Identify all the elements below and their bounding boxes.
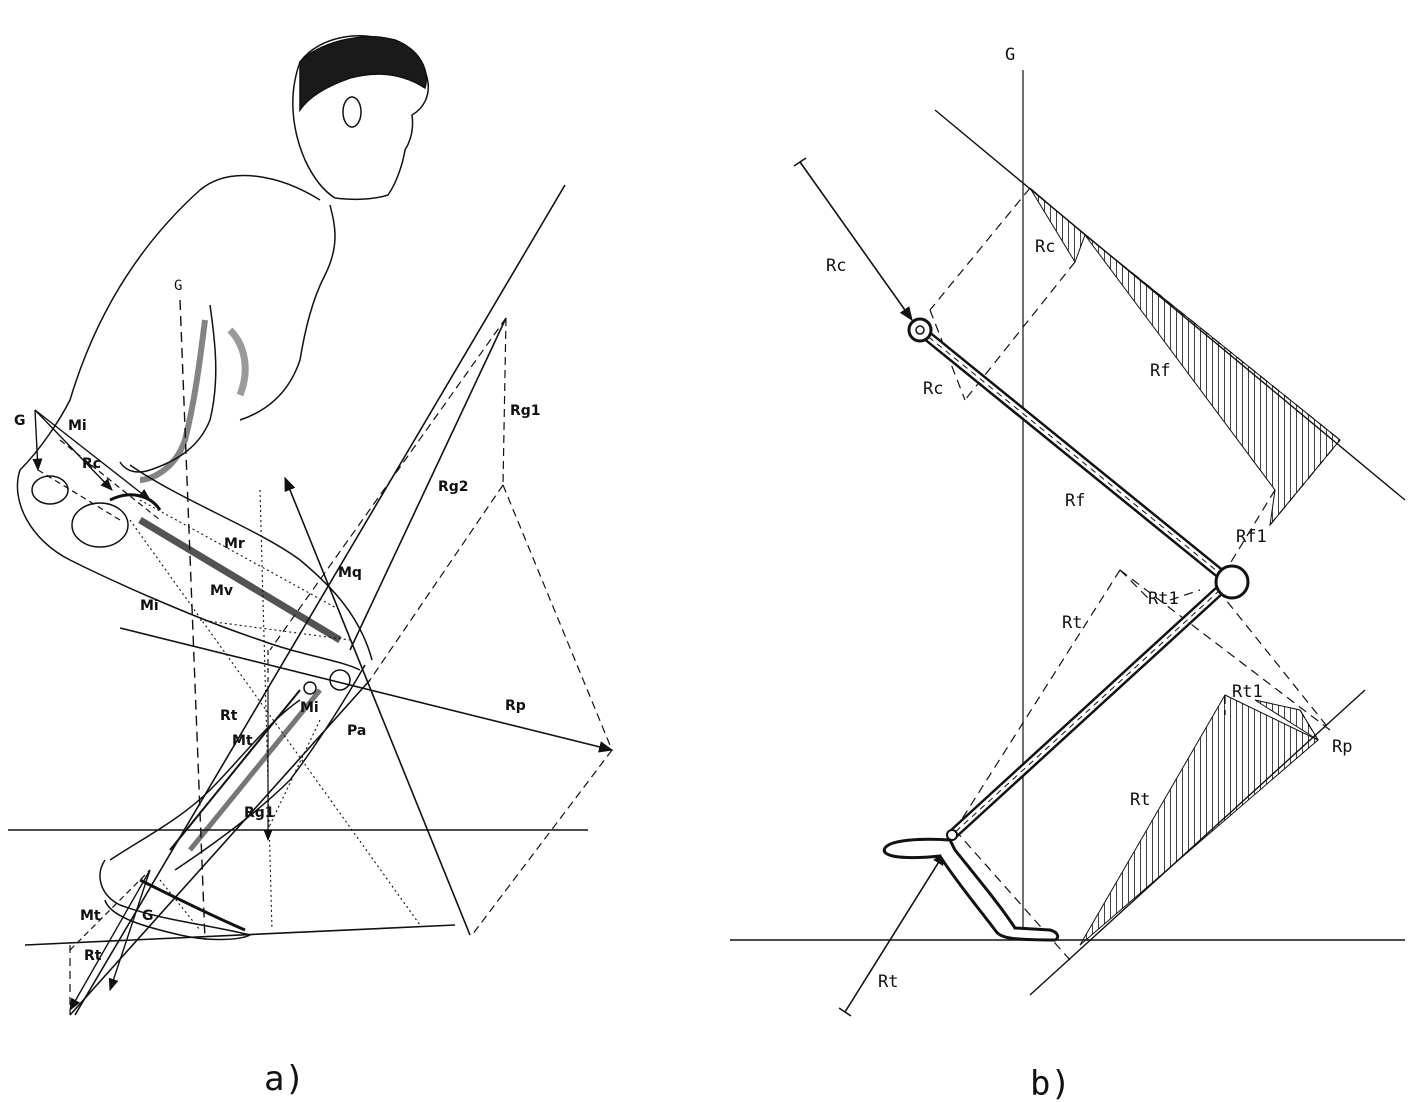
label-Rg1-low: Rg1 (244, 805, 275, 821)
label-Mi-knee: Mi (300, 700, 319, 716)
label-Rp: Rp (505, 698, 526, 714)
label-Pa: Pa (347, 723, 366, 739)
line-Mt (69, 679, 371, 1016)
line-Rg1-vertical (502, 317, 507, 486)
labels-b: G Rc Rc Rc Rf Rf Rf1 Rt1 Rt Rt1 Rp Rt Rt (826, 45, 1352, 992)
tibia-bar (948, 585, 1224, 840)
label-Rf-tri: Rf (1150, 361, 1170, 381)
caption-b: b) (1030, 1064, 1071, 1102)
foot-shape (882, 837, 1060, 942)
torso-outline (19, 174, 321, 471)
ground-line-floor (24, 924, 456, 946)
label-G-b: G (1005, 45, 1015, 65)
line-Rg2 (349, 317, 507, 651)
force-lines-a (32, 184, 614, 1016)
arrow-Rt (844, 850, 946, 1013)
labels-a: G G Mi Rc Mr Mv Mi Mq Rg1 Rg2 Rp Rt Mi P… (14, 278, 541, 964)
thigh-lower (129, 464, 373, 661)
label-Mv: Mv (210, 583, 233, 599)
construction-lines-b (929, 187, 1341, 961)
label-Rc: Rc (82, 456, 101, 472)
shin-front (174, 664, 366, 871)
line-Rp (119, 627, 614, 753)
label-Rc-arrow: Rc (826, 256, 846, 276)
label-Rp: Rp (1332, 737, 1352, 757)
thigh-upper (16, 469, 361, 671)
label-Rg2: Rg2 (438, 479, 469, 495)
label-Rt-upper: Rt (1062, 613, 1082, 633)
line-long-diagonal (74, 184, 566, 1016)
hatched-Rt (1079, 694, 1319, 946)
caption-a: a) (264, 1059, 305, 1099)
femur-bar (916, 325, 1232, 585)
panel-b: G Rc Rc Rc Rf Rf Rf1 Rt1 Rt Rt1 Rp Rt Rt… (730, 45, 1406, 1102)
label-Rt-arrow: Rt (878, 972, 898, 992)
label-Rc-small: Rc (923, 379, 943, 399)
label-Rt-mid: Rt (220, 708, 238, 724)
label-Rt-low: Rt (84, 948, 102, 964)
label-Mr: Mr (224, 536, 245, 552)
label-Rt1-upper: Rt1 (1148, 589, 1179, 609)
label-Mq: Mq (338, 565, 362, 581)
arm (119, 304, 217, 473)
hatched-Rf (1084, 234, 1341, 527)
label-Rc-tri: Rc (1035, 237, 1055, 257)
foot (99, 859, 253, 941)
human-figure (16, 35, 429, 941)
label-Mt-low: Mt (80, 908, 101, 924)
knee-joint-icon (1214, 564, 1250, 600)
label-Mt-mid: Mt (232, 733, 253, 749)
label-Mi-mid: Mi (140, 598, 159, 614)
label-G-foot: G (142, 908, 154, 924)
label-Rt1-lower: Rt1 (1232, 682, 1263, 702)
hatched-Rc (1029, 187, 1086, 264)
label-G-top: G (174, 278, 182, 294)
panel-a: G G Mi Rc Mr Mv Mi Mq Rg1 Rg2 Rp Rt Mi P… (8, 35, 614, 1099)
label-G-left: G (14, 413, 26, 429)
line-Mq (289, 489, 471, 936)
chest-outline (239, 204, 336, 421)
line-G-vertical (179, 299, 206, 941)
label-Rg1-top: Rg1 (510, 403, 541, 419)
arrow-Rc (799, 161, 913, 322)
ankle-joint-icon (946, 829, 958, 841)
label-Rf-bar: Rf (1065, 491, 1085, 511)
label-Rf1: Rf1 (1236, 527, 1267, 547)
label-Mi-top: Mi (68, 418, 87, 434)
label-Rt-tri: Rt (1130, 790, 1150, 810)
ear (342, 96, 362, 128)
